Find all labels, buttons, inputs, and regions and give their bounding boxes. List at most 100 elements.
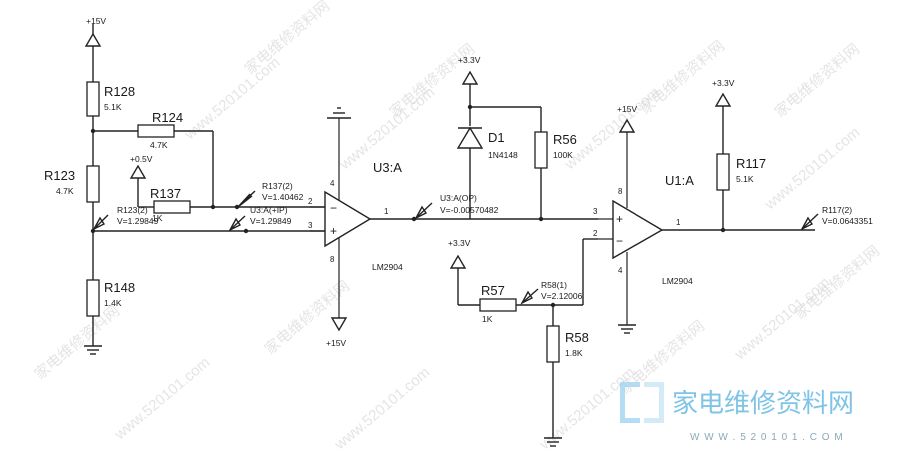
r148-ref: R148 [104, 280, 135, 295]
resistor-r58 [546, 325, 560, 363]
resistor-r124 [137, 124, 175, 138]
r124-branch: R124 4.7K [137, 110, 214, 207]
r148-value: 1.4K [104, 298, 122, 308]
probe-r123: R123(2) V=1.29849 [92, 205, 159, 231]
ground-icon [618, 324, 636, 334]
brand-cn-text: 家电维修资料网 [672, 388, 854, 418]
u1-pin-out: 1 [676, 218, 681, 227]
r117-ref: R117 [736, 156, 766, 171]
watermark-cn: 家电维修资料网 [792, 243, 883, 324]
u1-pin-minus: 2 [593, 229, 598, 238]
watermark-site: www.520101.com [331, 364, 433, 454]
brand-url-text: W W W . 5 2 0 1 0 1 . C O M [690, 432, 844, 443]
power-label-15v: +15V [86, 16, 106, 26]
r56-value: 100K [553, 150, 573, 160]
watermark-cn: 家电维修资料网 [32, 303, 123, 384]
probe-r117-v: V=0.0643351 [822, 216, 873, 226]
r57-ref: R57 [481, 283, 505, 298]
opamp-u3: − + 2 3 4 8 +15V U3:A LM2904 1 [308, 107, 598, 348]
brand-logo-icon [620, 382, 664, 423]
watermark-site: www.520101.com [761, 124, 863, 214]
probe-r137-name: R137(2) [262, 181, 293, 191]
probe-r137-v: V=1.40462 [262, 192, 304, 202]
probe-r117-name: R117(2) [822, 205, 852, 215]
opamp-u1: 3 2 + − +15V 8 4 U1:A LM2904 1 [593, 104, 815, 334]
watermark-site: www.520101.com [181, 54, 283, 144]
u3-pin-vee: 8 [330, 255, 335, 264]
r124-value: 4.7K [150, 140, 168, 150]
resistor-r57 [479, 298, 517, 312]
resistor-r123 [86, 165, 100, 203]
probe-r117: R117(2) V=0.0643351 [800, 205, 873, 231]
diode-d1 [456, 126, 484, 149]
r137-ref: R137 [150, 186, 181, 201]
probe-r58-v: V=2.12006 [541, 291, 583, 301]
u3-pin-vcc: 4 [330, 179, 335, 188]
u1-ref: U1:A [665, 173, 694, 188]
r128-ref: R128 [104, 84, 135, 99]
u1-pin-vcc: 8 [618, 187, 623, 196]
r117-value: 5.1K [736, 174, 754, 184]
probe-arrow-icon [800, 216, 814, 231]
r137-value: 1K [152, 213, 163, 223]
power-label-05v: +0.5V [130, 154, 153, 164]
u1-pin-vee: 4 [618, 266, 623, 275]
probe-u3ip-v: V=1.29849 [250, 216, 292, 226]
probe-r137: R137(2) V=1.40462 [237, 181, 304, 208]
brand-watermark: 家电维修资料网 W W W . 5 2 0 1 0 1 . C O M [620, 382, 854, 443]
u3-part: LM2904 [372, 262, 403, 272]
probe-r123-name: R123(2) [117, 205, 148, 215]
u1-part: LM2904 [662, 276, 693, 286]
r123-value: 4.7K [56, 186, 74, 196]
probe-u3op-name: U3:A(OP) [440, 193, 477, 203]
probe-u3ip-name: U3:A(+IP) [250, 205, 288, 215]
probe-arrow-icon [520, 290, 534, 305]
r56-ref: R56 [553, 132, 577, 147]
u3-pin-plus: 3 [308, 221, 313, 230]
r57-r58-branch: +3.3V R57 1K R58 1.8K [448, 238, 598, 447]
power-label-33v-r117: +3.3V [712, 78, 735, 88]
d1-ref: D1 [488, 130, 505, 145]
resistor-r128 [86, 81, 100, 117]
d1-value: 1N4148 [488, 150, 518, 160]
u1-pin-plus: 3 [593, 207, 598, 216]
watermark-layer: www.520101.com 家电维修资料网 www.520101.com 家电… [32, 0, 883, 454]
watermark-site: www.520101.com [111, 354, 213, 444]
opamp-u1-plus: + [616, 212, 623, 226]
resistor-r117 [716, 153, 730, 191]
r58-value: 1.8K [565, 348, 583, 358]
power-label-33v-r57: +3.3V [448, 238, 471, 248]
r128-value: 5.1K [104, 102, 122, 112]
probe-u3op: U3:A(OP) V=-0.00570482 [414, 193, 499, 220]
opamp-triangle [324, 190, 372, 248]
u3-ref: U3:A [373, 160, 402, 175]
ground-icon [544, 437, 562, 447]
opamp-u3-minus: − [330, 201, 337, 215]
u3-pin-minus: 2 [308, 197, 313, 206]
r123-ref: R123 [44, 168, 75, 183]
power-arrow-icon [129, 164, 147, 179]
r124-ref: R124 [152, 110, 183, 125]
resistor-r56 [534, 131, 548, 169]
r117-branch: +3.3V R117 5.1K [712, 78, 766, 230]
opamp-triangle [612, 199, 664, 260]
r57-value: 1K [482, 314, 493, 324]
watermark-cn: 家电维修资料网 [772, 41, 863, 122]
ground-icon [84, 345, 102, 355]
probe-arrow-icon [92, 216, 106, 231]
u3-pin-out: 1 [384, 207, 389, 216]
probe-r123-v: V=1.29849 [117, 216, 159, 226]
power-arrow-icon [330, 317, 348, 332]
power-label-15v-u3: +15V [326, 338, 346, 348]
watermark-cn: 家电维修资料网 [242, 0, 333, 78]
resistor-r137 [153, 200, 191, 214]
power-arrow-icon [84, 32, 102, 47]
d1-r56-branch: +3.3V D1 1N4148 R56 100K [456, 55, 577, 219]
power-arrow-icon [449, 254, 467, 269]
probe-r58: R58(1) V=2.12006 [520, 280, 583, 305]
opamp-u1-minus: − [616, 234, 623, 248]
probe-arrow-icon [414, 205, 428, 220]
probe-u3ip: U3:A(+IP) V=1.29849 [228, 205, 292, 232]
r58-ref: R58 [565, 330, 589, 345]
